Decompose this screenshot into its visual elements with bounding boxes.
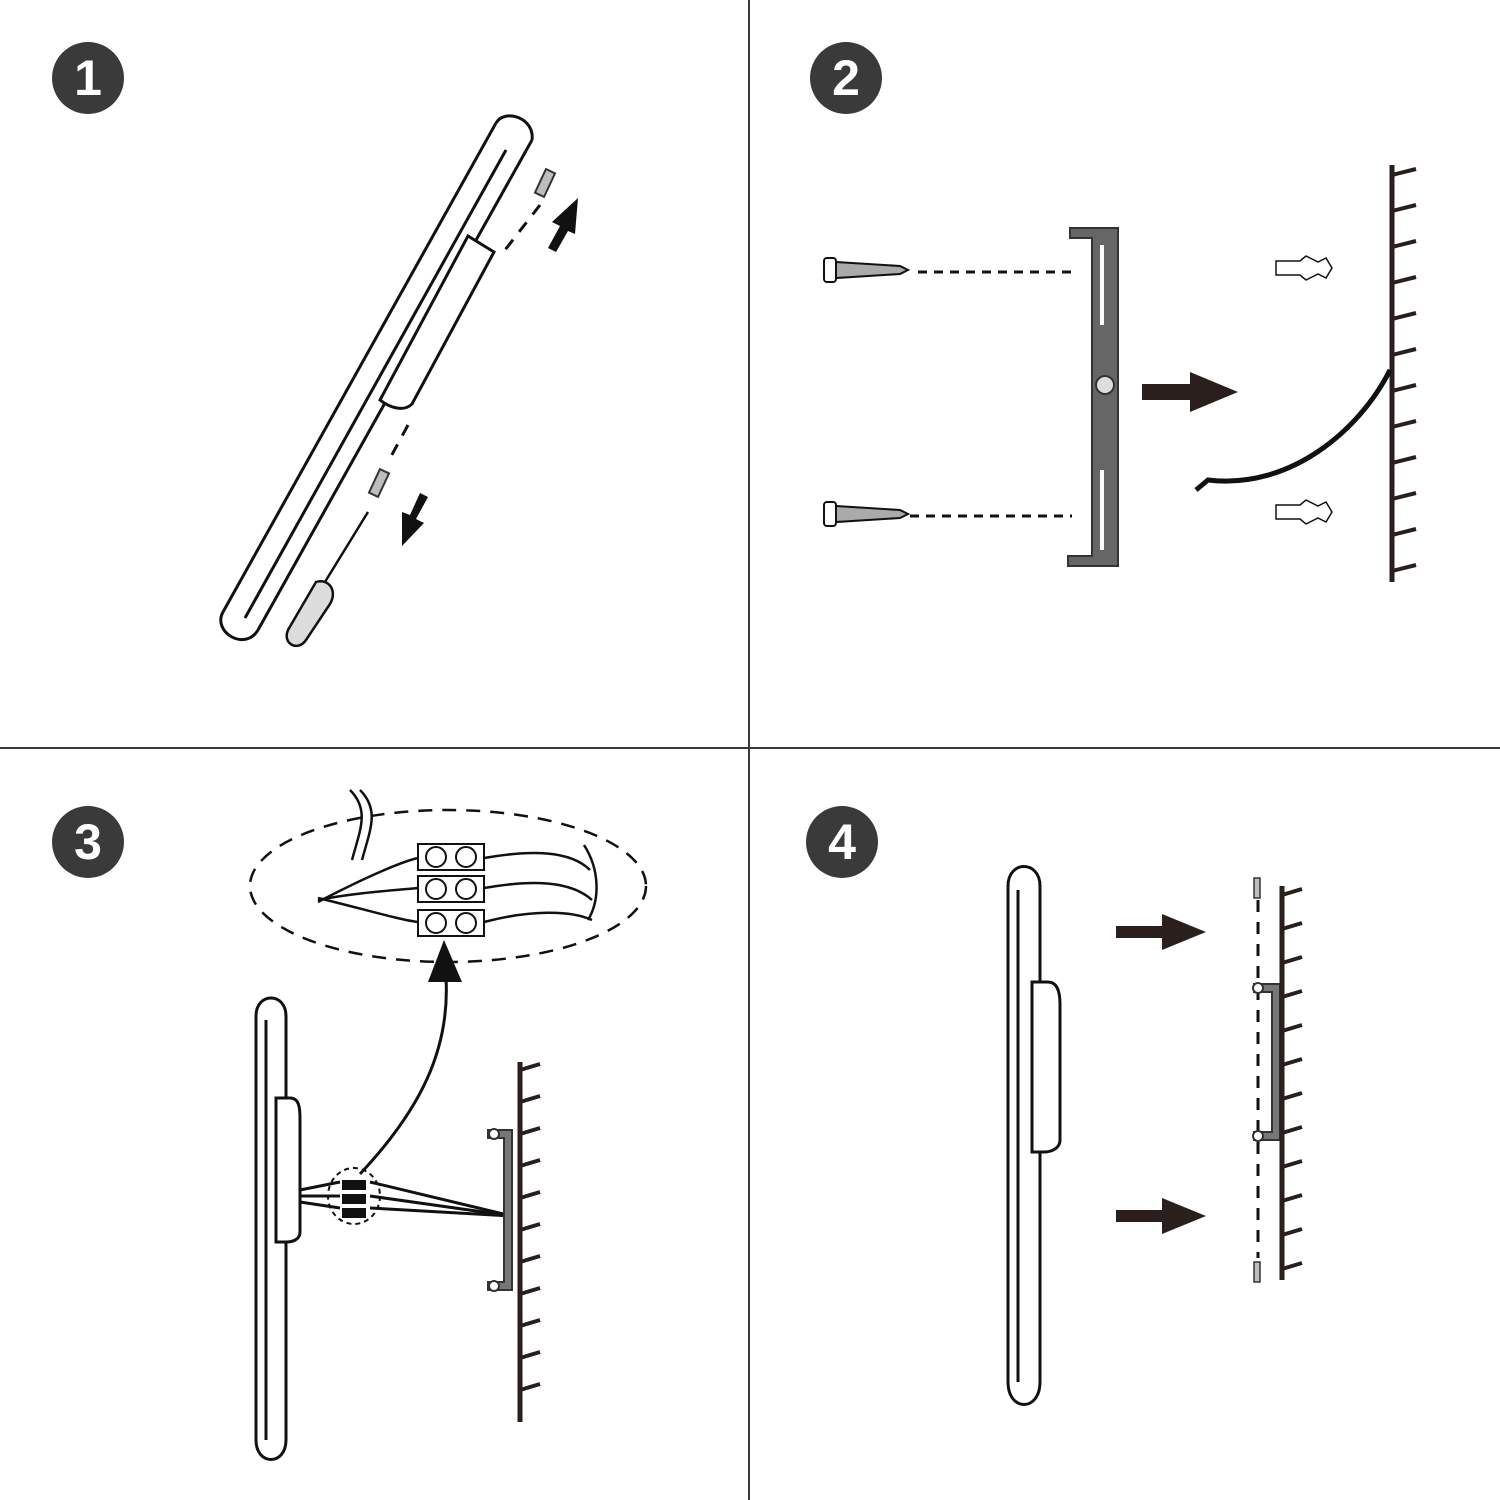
arrow-up-icon — [428, 940, 462, 982]
wall-tick-marks — [1281, 887, 1303, 1271]
arrow-right-icon — [1116, 914, 1206, 950]
terminal-block — [417, 843, 485, 937]
wall-tick — [1391, 347, 1417, 357]
wall-tick — [1281, 1193, 1303, 1203]
wall-tick — [1391, 275, 1417, 285]
step-1-panel: 1 — [0, 0, 748, 748]
arrow-up-icon — [548, 198, 578, 252]
step-4-illustration — [1006, 865, 1303, 1406]
dashed-guide — [386, 204, 542, 463]
arrow-down-icon — [402, 493, 428, 546]
wall-tick — [1391, 455, 1417, 465]
step-3-illustration — [248, 789, 648, 1461]
wall-tick — [1281, 989, 1303, 999]
step-3-panel: 3 — [0, 750, 748, 1498]
driver-box — [1030, 980, 1062, 1154]
step-3-badge: 3 — [52, 806, 124, 878]
wall-tick — [1281, 1261, 1303, 1271]
wall-tick — [519, 1190, 541, 1200]
wall-tick — [519, 1286, 541, 1296]
wall-tick — [1391, 563, 1417, 573]
wall-tick — [1281, 887, 1303, 897]
screwdriver-icon — [285, 511, 370, 648]
screw-icon — [367, 167, 557, 499]
small-terminal-block — [342, 1180, 366, 1218]
supply-wires — [317, 789, 598, 924]
wall-tick — [1391, 491, 1417, 501]
step-2-badge: 2 — [810, 42, 882, 114]
vertical-divider — [748, 0, 750, 1500]
step-2-illustration — [823, 165, 1417, 582]
arrow-right-icon — [1116, 1198, 1206, 1234]
wood-screw-icon — [823, 257, 911, 527]
light-bar — [219, 114, 534, 642]
connected-wires — [299, 1180, 513, 1218]
callout-arrow — [358, 977, 448, 1176]
wall-tick — [519, 1062, 541, 1072]
step-4-panel: 4 — [750, 750, 1498, 1498]
wall-tick — [519, 1126, 541, 1136]
mounting-bracket — [1067, 227, 1119, 567]
wall-tick — [519, 1350, 541, 1360]
power-cable — [1194, 368, 1393, 492]
wall-tick — [1391, 527, 1417, 537]
connector-highlight — [327, 1167, 381, 1225]
wall-tick — [1281, 1227, 1303, 1237]
wall-anchor-icon — [1275, 255, 1333, 525]
wall-tick — [519, 1222, 541, 1232]
step-4-badge: 4 — [806, 806, 878, 878]
wall-tick — [1281, 955, 1303, 965]
wall-tick — [1391, 203, 1417, 213]
arrow-right-icon — [1142, 372, 1238, 412]
wall-tick — [1281, 1023, 1303, 1033]
step-1-badge: 1 — [52, 42, 124, 114]
mounting-bracket — [487, 1128, 513, 1292]
wall-tick — [1391, 239, 1417, 249]
wall-tick — [1281, 1057, 1303, 1067]
wall-tick — [519, 1158, 541, 1168]
horizontal-divider — [0, 747, 1500, 749]
wall-tick — [1391, 419, 1417, 429]
wall-tick — [519, 1094, 541, 1104]
wall-tick — [1391, 311, 1417, 321]
wall-tick — [1391, 167, 1417, 177]
wall-tick — [519, 1382, 541, 1392]
step-2-panel: 2 — [750, 0, 1498, 748]
wall-tick — [1281, 1159, 1303, 1169]
driver-box — [378, 233, 496, 410]
wall-tick — [1391, 383, 1417, 393]
wall-tick — [519, 1318, 541, 1328]
wall-tick-marks — [519, 1062, 541, 1392]
wall-tick — [519, 1254, 541, 1264]
screw-icon — [1253, 877, 1261, 1283]
wall-tick — [1281, 1091, 1303, 1101]
dashed-guide — [910, 270, 1078, 518]
wall-tick — [1281, 921, 1303, 931]
wall-tick-marks — [1391, 167, 1417, 573]
driver-box — [274, 1096, 302, 1244]
step-1-illustration — [219, 114, 578, 648]
wall-tick — [1281, 1125, 1303, 1135]
